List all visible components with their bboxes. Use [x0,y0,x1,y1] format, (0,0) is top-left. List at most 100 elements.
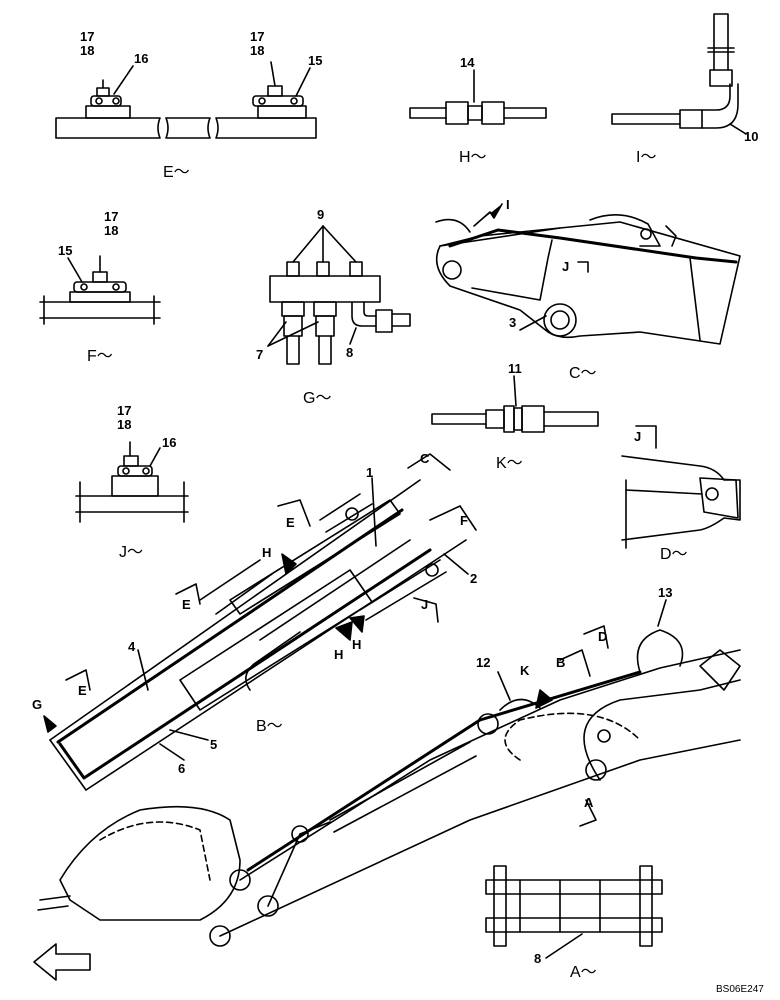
part-number: 2 [470,571,478,586]
hose-loop [245,631,301,691]
clamp-hole [112,97,120,105]
view-marker: J [421,597,429,612]
bucket [59,805,241,921]
block [69,291,131,303]
nut [283,315,303,337]
block [257,105,307,119]
rail-segment [55,117,161,139]
leader [149,447,161,467]
view-marker: F [460,513,468,528]
clamp [73,281,127,293]
view-caption: B～ [256,718,283,735]
pipe [318,335,332,365]
pin [257,895,279,917]
view-caption: F～ [87,348,113,365]
section-mark [277,499,311,527]
bolt-head [92,271,108,283]
view-marker: G [32,697,43,712]
leader [513,375,517,407]
view-arrow-h [335,621,353,641]
leader [67,257,83,283]
detail-view-b [43,453,477,791]
leader [267,321,287,347]
view-arrow-h [349,615,365,633]
manifold-block [269,275,381,303]
fitting [679,109,703,129]
part-number: 5 [210,737,218,752]
hose-loop-13 [636,629,684,673]
arm-body [435,221,741,345]
section-mark [175,583,201,605]
rail-segment [215,117,317,139]
union [521,405,545,433]
view-marker: D [598,629,608,644]
part-number: 17 [104,209,119,224]
pin [597,729,611,743]
arm-end [621,455,741,541]
leader [443,553,469,575]
nut [503,405,515,433]
view-caption: G～ [303,390,332,407]
part-number: 4 [128,639,136,654]
bolt [349,261,363,277]
part-number: 17 [117,403,132,418]
leader [322,225,357,263]
bolt-head [123,455,139,467]
elbow-nut [375,309,393,333]
view-marker: E [182,597,191,612]
pipe-left [409,107,447,119]
detail-view-g [267,225,411,365]
part-number: 11 [508,361,522,376]
arrow-leader [435,218,471,233]
hose-line [625,489,703,495]
leader [729,123,747,135]
leader [270,61,276,87]
arm-bottom [219,739,741,937]
part-number: 1 [366,465,374,480]
part-number: 15 [308,53,323,68]
bolt [286,261,300,277]
taper [485,409,505,429]
pin [705,487,719,501]
pin [477,713,499,735]
block [85,105,131,119]
arm-top [239,649,741,881]
nut [709,69,733,87]
view-arrow-g [43,715,57,733]
view-marker: H [262,545,272,560]
view-caption: C～ [569,365,597,382]
link [267,821,331,907]
pipe-pair [319,493,373,533]
part-number: 13 [658,585,673,600]
direction-arrow [33,943,91,981]
part-number: 6 [178,761,186,776]
drawing-code: BS06E247 [716,984,764,995]
fitting-block [699,649,741,691]
view-arrow-h [281,553,297,575]
plate [485,917,663,933]
union-body [467,105,483,121]
leader [657,599,667,627]
section-mark [577,261,589,273]
part-number: 18 [117,417,132,432]
leader [497,671,511,701]
leader [267,321,319,347]
bolt [316,261,330,277]
bracket [665,225,677,247]
arm-outline [49,479,421,741]
leader [519,315,547,331]
view-marker: J [562,259,570,274]
section-mark [635,425,657,449]
view-caption: H～ [459,149,487,166]
block [111,475,159,497]
clamp-hole [122,467,130,475]
view-arrow-i [473,203,503,227]
pipe-right [543,411,599,427]
section-mark [579,799,597,827]
view-caption: J～ [119,544,144,561]
leader [545,933,583,959]
bucket-cylinder [329,741,477,833]
leader [137,649,149,691]
detail-view-f [39,255,161,325]
